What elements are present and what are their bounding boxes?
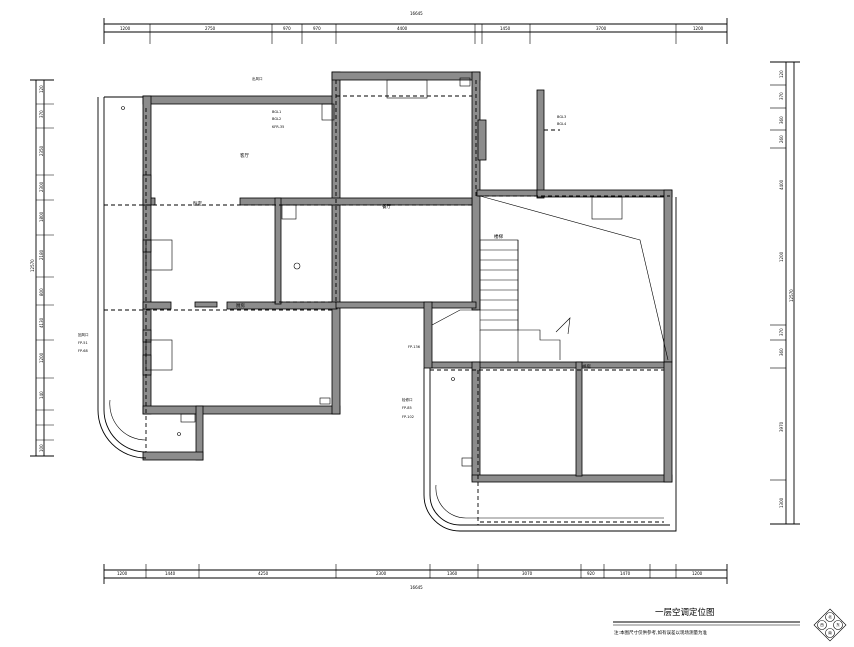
- ac-note-3: 检修口: [402, 397, 413, 402]
- right-dim-3: 360: [779, 116, 784, 124]
- left-dim-2: 370: [39, 110, 44, 118]
- left-dim-5: 1800: [39, 211, 44, 222]
- ac-tag-5: BGL4: [557, 122, 567, 126]
- top-dim-4: 970: [313, 26, 321, 31]
- compass-icon: 北 东 南 西: [813, 608, 847, 642]
- right-dim-5: 4400: [779, 179, 784, 190]
- ac-note-1: 出风口: [252, 76, 263, 81]
- top-dim-5: 4400: [397, 26, 408, 31]
- right-dim-6: 370: [779, 328, 784, 336]
- left-dim-7: 800: [39, 288, 44, 296]
- ac-note-2: 回风口: [78, 333, 89, 337]
- bottom-dim-2: 1440: [165, 571, 176, 576]
- ac-tag-8: FP-85: [402, 406, 412, 410]
- right-dimension-bar: 120 370 360 260 4400 370 360 3970 1300 1…: [770, 61, 800, 525]
- fixtures: [121, 77, 623, 467]
- bottom-dim-5: 1360: [447, 571, 458, 576]
- ac-tag-3: KFR-35: [272, 125, 284, 129]
- left-dim-6: 2180: [39, 249, 44, 260]
- left-dim-9: 1200: [39, 352, 44, 363]
- drawing-title: 一层空调定位图: [655, 607, 715, 618]
- left-dim-8: 4130: [39, 317, 44, 328]
- top-dim-3: 970: [283, 26, 291, 31]
- ac-tag-7: FP-68: [78, 349, 88, 353]
- right-dim-2: 370: [779, 92, 784, 100]
- top-dim-8: 1200: [693, 26, 704, 31]
- bottom-dimension-bar: 1200 1440 4250 2300 1360 3070 920 1470 1…: [103, 564, 728, 590]
- bottom-dim-4: 2300: [376, 571, 387, 576]
- ac-tag-4: BGL3: [557, 115, 566, 119]
- bottom-dim-8: 1470: [620, 571, 631, 576]
- ac-tag-9: FP-102: [402, 415, 414, 419]
- room-labels: 客厅 餐厅 卧室 厨房 楼梯 书房 出风口 BGL1 BGL2 KFR-35 B…: [78, 76, 591, 419]
- left-dim-4: 2300: [39, 181, 44, 192]
- top-dim-1: 1200: [120, 26, 131, 31]
- compass-label-south: 南: [828, 630, 832, 635]
- right-dim-8: 3970: [779, 421, 784, 432]
- bottom-dim-7: 920: [587, 571, 595, 576]
- top-dimension-bar: 16645 1200 2750 970 970 4400 1450 3700 1…: [103, 11, 728, 44]
- right-dim-4: 260: [779, 135, 784, 143]
- bottom-dim-1: 1200: [117, 571, 128, 576]
- bottom-total-dim: 16645: [410, 585, 423, 590]
- left-dim-11: 100: [39, 444, 44, 452]
- left-dim-1: 120: [39, 85, 44, 93]
- right-total-dim: 12570: [789, 289, 794, 302]
- left-dim-3: 2350: [39, 145, 44, 156]
- drawing-note: 注:本图尺寸仅供参考,如有误差以现场测量为准: [614, 629, 707, 636]
- room-label-4: 厨房: [236, 302, 245, 309]
- room-label-3: 卧室: [193, 200, 202, 207]
- room-label-1: 客厅: [240, 152, 249, 159]
- bottom-dim-9: 1200: [692, 571, 703, 576]
- ac-tag-6: FP-51: [78, 341, 88, 345]
- ac-tag-2: BGL2: [272, 117, 281, 121]
- bottom-dim-3: 4250: [258, 571, 269, 576]
- top-dim-6: 1450: [500, 26, 511, 31]
- staircase: [479, 239, 571, 362]
- left-dim-10: 140: [39, 391, 44, 399]
- facade-lines: [97, 96, 677, 532]
- right-dim-7: 360: [779, 348, 784, 356]
- right-dim-9: 1300: [779, 497, 784, 508]
- left-dimension-bar: 120 370 2350 2300 1800 2180 800 4130 120…: [30, 79, 54, 457]
- right-dim-1: 120: [779, 70, 784, 78]
- compass-label-east: 东: [836, 622, 840, 627]
- room-label-5: 楼梯: [494, 233, 503, 240]
- top-total-dim: 16645: [410, 11, 423, 16]
- top-dim-2: 2750: [205, 26, 216, 31]
- room-label-2: 餐厅: [382, 203, 391, 210]
- top-dim-7: 3700: [596, 26, 607, 31]
- compass-label-west: 西: [820, 623, 824, 627]
- ac-tag-1: BGL1: [272, 110, 281, 114]
- ac-tag-10: FP-136: [408, 345, 420, 349]
- left-total-dim: 12570: [30, 259, 35, 272]
- right-dim-10: 1200: [779, 251, 784, 262]
- bottom-dim-6: 3070: [522, 571, 533, 576]
- title-block: 一层空调定位图 注:本图尺寸仅供参考,如有误差以现场测量为准: [613, 607, 800, 636]
- walls: [142, 71, 673, 483]
- room-label-6: 书房: [582, 363, 591, 370]
- compass-label-north: 北: [828, 614, 832, 619]
